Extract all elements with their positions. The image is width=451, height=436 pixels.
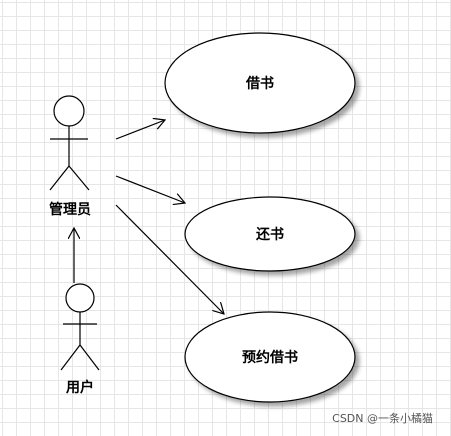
use-case-return-ellipse (184, 196, 356, 272)
use-case-return: 还书 (184, 196, 356, 272)
actor-admin-label: 管理员 (49, 201, 91, 218)
association-admin-return (115, 175, 185, 203)
use-case-return-label: 还书 (255, 226, 284, 243)
use-case-reserve-label: 预约借书 (242, 349, 298, 366)
watermark: CSDN @一条小橘猫 (332, 412, 433, 425)
actor-admin-head (53, 95, 85, 127)
actor-admin-left-leg (49, 165, 70, 191)
association-admin-borrow (115, 120, 165, 140)
use-case-reserve-ellipse (184, 311, 356, 403)
use-case-borrow-ellipse (164, 32, 356, 134)
actor-admin-right-leg (68, 165, 90, 191)
actor-user-label: 用户 (66, 379, 94, 396)
use-case-borrow: 借书 (164, 32, 356, 134)
actor-user-left-leg (60, 344, 81, 371)
association-admin-reserve (115, 204, 224, 314)
use-case-reserve: 预约借书 (184, 311, 356, 403)
actor-admin (49, 95, 90, 191)
actor-user (60, 283, 100, 371)
use-case-borrow-label: 借书 (245, 75, 274, 92)
actor-user-right-leg (79, 344, 100, 371)
actor-user-head (65, 283, 95, 313)
